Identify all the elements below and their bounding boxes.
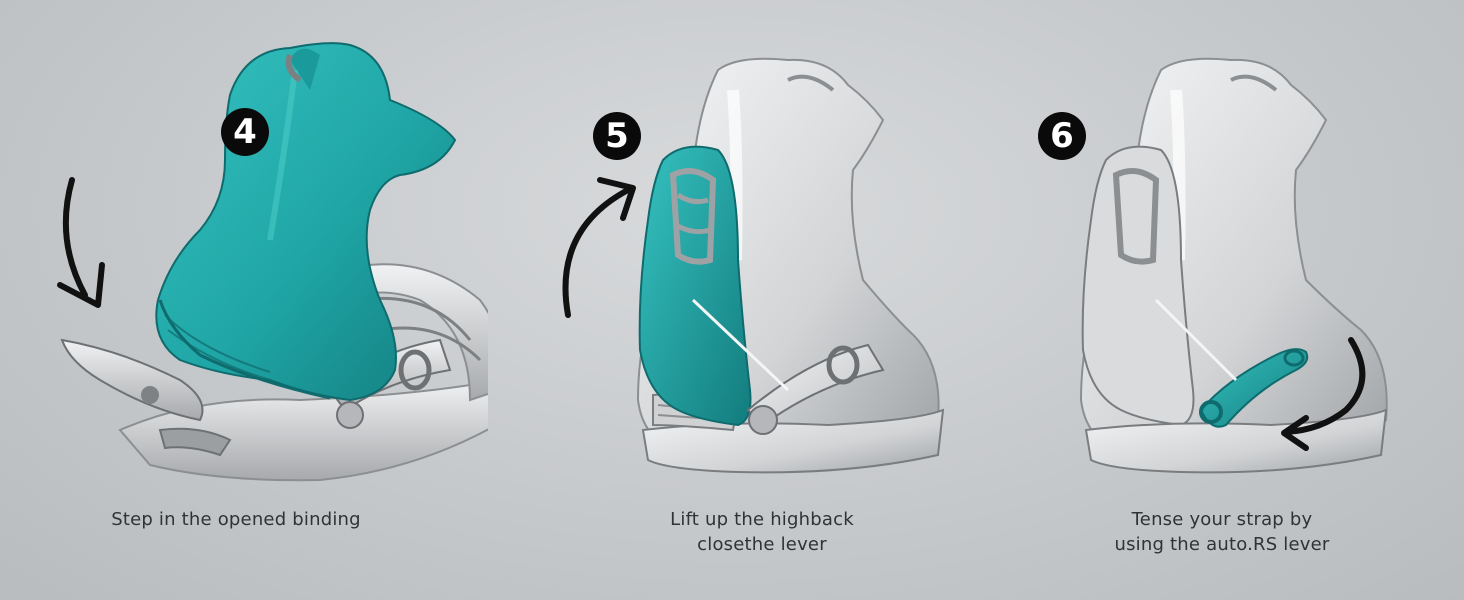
highback-teal [638, 145, 752, 427]
step-4: 4 Step in the opened binding [0, 0, 488, 600]
open-highback [60, 338, 204, 422]
step-4-illustration [57, 42, 488, 482]
step-6-caption-line-2: using the auto.RS lever [1114, 534, 1330, 555]
ankle-strap [691, 298, 885, 435]
curved-down-arrow [57, 177, 105, 308]
step-6-caption-line-1: Tense your strap by [1131, 509, 1313, 530]
step-5-caption-line-2: closethe lever [697, 534, 827, 555]
step-6-number-badge: 6 [1038, 112, 1086, 160]
step-4-number-badge: 4 [221, 108, 269, 156]
step-4-caption-line-1: Step in the opened binding [111, 509, 361, 530]
step-5-number-badge: 5 [593, 112, 641, 160]
step-5-caption-line-1: Lift up the highback [670, 509, 854, 530]
step-6-illustration [1079, 57, 1388, 474]
auto-rs-lever-teal [1154, 298, 1309, 428]
step-5: 5 Lift up the highback closethe lever [488, 0, 976, 600]
curved-sweep-arrow [1281, 337, 1366, 451]
step-5-caption: Lift up the highback closethe lever [518, 507, 1006, 557]
step-4-caption: Step in the opened binding [0, 507, 480, 532]
curved-up-arrow [562, 177, 636, 318]
step-5-illustration [562, 57, 945, 474]
step-6: 6 Tense your strap by using the auto.RS … [976, 0, 1464, 600]
highback-grey [1081, 145, 1195, 427]
step-6-caption: Tense your strap by using the auto.RS le… [978, 507, 1464, 557]
